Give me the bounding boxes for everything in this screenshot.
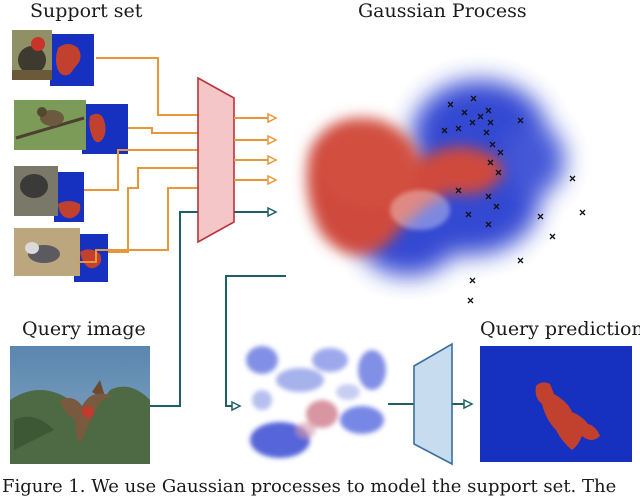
x-marker-icon bbox=[579, 209, 586, 216]
x-marker-icon bbox=[549, 233, 556, 240]
arrow-head-icon bbox=[267, 174, 278, 186]
gaussian-process-field bbox=[306, 80, 565, 276]
arrow-head-icon bbox=[267, 134, 278, 146]
support-arrows bbox=[78, 57, 200, 263]
bird-head bbox=[25, 242, 39, 254]
x-marker-icon bbox=[487, 159, 494, 166]
arrow-head-icon bbox=[267, 206, 278, 218]
branch bbox=[12, 70, 52, 80]
mask-shape bbox=[58, 201, 81, 219]
x-marker-icon bbox=[495, 169, 502, 176]
x-marker-icon bbox=[485, 221, 492, 228]
query-image-label: Query image bbox=[22, 318, 146, 340]
x-marker-icon bbox=[447, 101, 454, 108]
x-marker-icon bbox=[483, 129, 490, 136]
support-pair-2 bbox=[14, 100, 128, 154]
x-marker-icon bbox=[517, 117, 524, 124]
gp-sample-points bbox=[441, 95, 586, 304]
arrow-head-icon bbox=[463, 398, 474, 410]
x-marker-icon bbox=[467, 297, 474, 304]
bird-head bbox=[37, 107, 47, 117]
x-marker-icon bbox=[441, 127, 448, 134]
bird-body bbox=[18, 46, 46, 74]
arrow-heads bbox=[267, 112, 278, 218]
x-marker-icon bbox=[477, 113, 484, 120]
x-marker-icon bbox=[470, 95, 477, 102]
x-marker-icon bbox=[461, 109, 468, 116]
support-pair-4 bbox=[14, 228, 108, 282]
x-marker-icon bbox=[469, 119, 476, 126]
encoder-outputs bbox=[234, 117, 268, 213]
mask-shape bbox=[56, 44, 81, 76]
encoder-block bbox=[197, 76, 235, 244]
x-marker-icon bbox=[469, 277, 476, 284]
x-marker-icon bbox=[489, 141, 496, 148]
query-image bbox=[10, 346, 150, 464]
arrow-head-icon bbox=[267, 112, 278, 124]
x-marker-icon bbox=[485, 107, 492, 114]
x-marker-icon bbox=[465, 211, 472, 218]
support-set bbox=[12, 30, 128, 282]
gp-posterior-map bbox=[246, 344, 388, 460]
query-prediction-mask bbox=[480, 346, 632, 462]
decoder-block bbox=[413, 342, 453, 466]
x-marker-icon bbox=[487, 119, 494, 126]
x-marker-icon bbox=[455, 125, 462, 132]
x-marker-icon bbox=[485, 193, 492, 200]
query-prediction-label: Query prediction bbox=[480, 318, 640, 340]
bird-head bbox=[31, 37, 45, 51]
x-marker-icon bbox=[455, 187, 462, 194]
method-diagram bbox=[10, 30, 632, 466]
x-marker-icon bbox=[497, 149, 504, 156]
gaussian-process-label: Gaussian Process bbox=[358, 0, 527, 22]
support-pair-1 bbox=[12, 30, 94, 86]
query-to-encoder-arrow bbox=[150, 211, 198, 407]
x-marker-icon bbox=[517, 257, 524, 264]
x-marker-icon bbox=[493, 203, 500, 210]
support-pair-3 bbox=[14, 166, 84, 222]
figure-caption: Figure 1. We use Gaussian processes to m… bbox=[2, 476, 617, 497]
gp-to-feature-arrow bbox=[225, 275, 286, 407]
support-set-label: Support set bbox=[30, 0, 143, 22]
cat-body bbox=[20, 174, 48, 198]
mask-shape bbox=[89, 113, 106, 143]
x-marker-icon bbox=[537, 213, 544, 220]
arrow-head-icon bbox=[267, 154, 278, 166]
x-marker-icon bbox=[569, 175, 576, 182]
arrow-head-icon bbox=[231, 400, 242, 412]
branch bbox=[15, 116, 85, 140]
